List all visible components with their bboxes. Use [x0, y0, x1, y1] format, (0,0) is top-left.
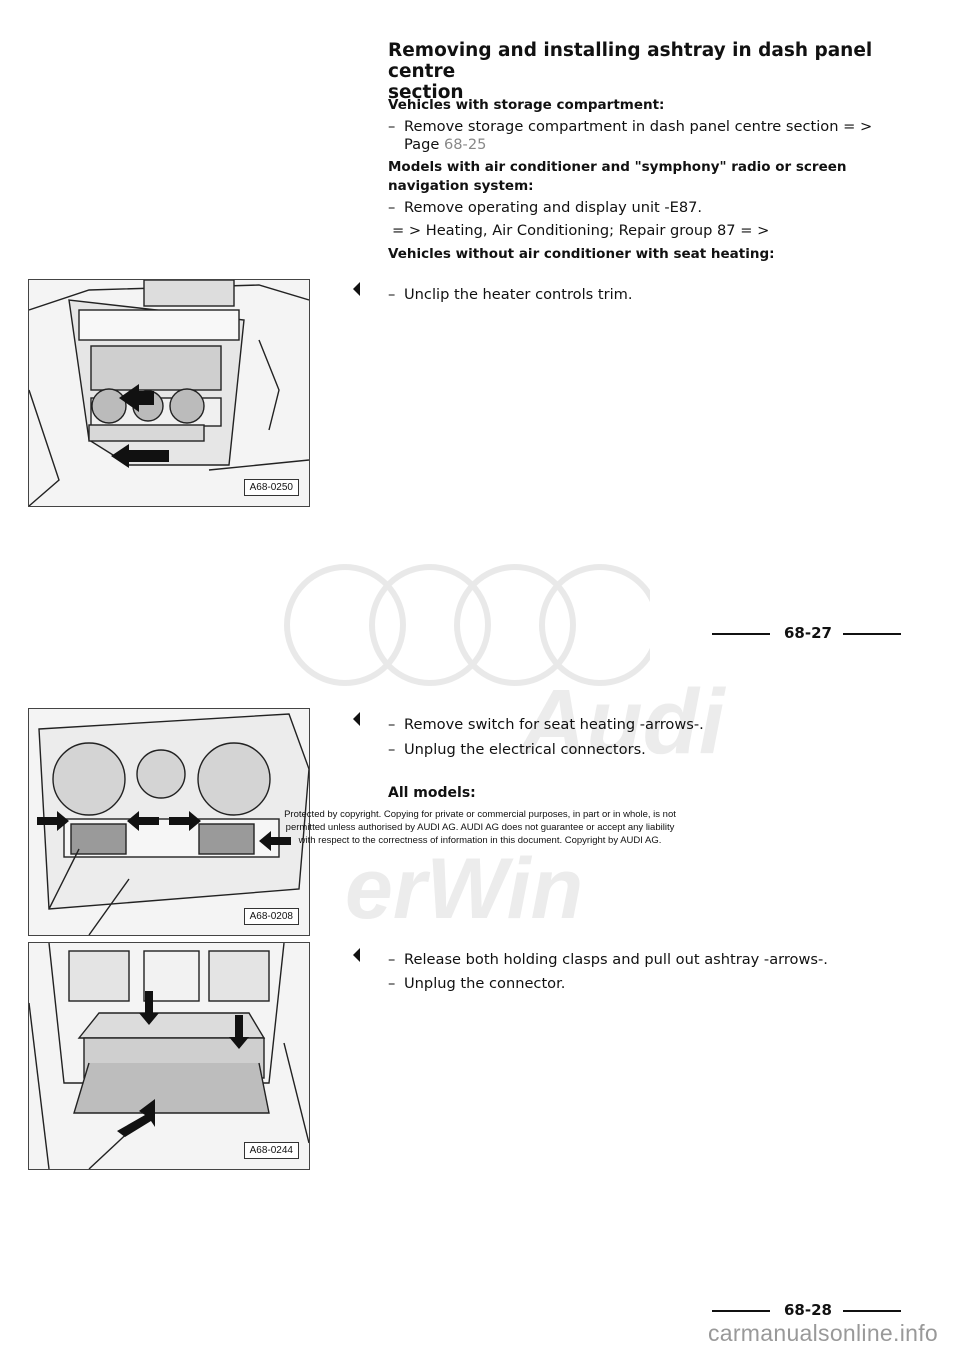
watermark-brand: Audi [520, 671, 725, 773]
step-unplug-electrical: –Unplug the electrical connectors. [388, 740, 908, 760]
arrow-icon [37, 811, 291, 851]
footer-site-url[interactable]: carmanualsonline.info [707, 1320, 938, 1346]
step-seat-switch: –Remove switch for seat heating -arrows-… [388, 715, 908, 735]
ashtray-illustration [29, 943, 309, 1169]
step-ac-text: Remove operating and display unit -E87. [404, 199, 703, 216]
figure-label: A68-0250 [243, 479, 299, 496]
heading-ac-line1: Models with air conditioner and "symphon… [388, 159, 847, 175]
step-release-text: Release both holding clasps and pull out… [404, 951, 828, 968]
section-title-line2: section [388, 82, 464, 103]
page-rule-right [843, 633, 901, 635]
step-dash: – [388, 951, 396, 968]
page-link[interactable]: 68-25 [443, 136, 487, 153]
step-unclip: –Unclip the heater controls trim. [388, 285, 908, 305]
step-storage-page: Page 68-25 [404, 135, 486, 155]
heading-storage: Vehicles with storage compartment: [388, 97, 665, 113]
watermark-logo [284, 564, 650, 686]
seat-heating-illustration [37, 713, 309, 935]
step-dash: – [388, 118, 396, 135]
page-rule-right [843, 1310, 901, 1312]
step-ac: –Remove operating and display unit -E87. [388, 198, 908, 218]
figure-label: A68-0208 [243, 908, 299, 925]
triangle-left-icon [350, 948, 364, 964]
watermark-brand-2: erWin [345, 841, 584, 937]
heading-ac: Models with air conditioner and "symphon… [388, 158, 908, 196]
figure-label: A68-0244 [243, 1142, 299, 1159]
arrow-icon [117, 991, 249, 1137]
page-rule-left [712, 633, 770, 635]
step-dash: – [388, 716, 396, 733]
step-dash: – [388, 199, 396, 216]
figure-seat-heating: A68-0208 [28, 708, 310, 936]
step-storage-text: Remove storage compartment in dash panel… [404, 118, 873, 135]
copyright-line3: with respect to the correctness of infor… [298, 835, 662, 846]
figure-ashtray: A68-0244 [28, 942, 310, 1170]
section-title: Removing and installing ashtray in dash … [388, 40, 908, 103]
page-number-2: 68-28 [784, 1301, 832, 1319]
arrow-icon [111, 384, 169, 468]
step-storage: –Remove storage compartment in dash pane… [388, 117, 908, 137]
step-dash: – [388, 975, 396, 992]
copyright-line2: permitted unless authorised by AUDI AG. … [285, 822, 675, 833]
copyright-notice: Protected by copyright. Copying for priv… [250, 808, 710, 847]
step-unplug-electrical-text: Unplug the electrical connectors. [404, 741, 646, 758]
triangle-left-icon [350, 712, 364, 728]
heading-ac-line2: navigation system: [388, 178, 534, 194]
step-dash: – [388, 286, 396, 303]
step-unclip-text: Unclip the heater controls trim. [404, 286, 633, 303]
page-prefix: Page [404, 136, 440, 153]
figure-heater-controls: A68-0250 [28, 279, 310, 507]
step-dash: – [388, 741, 396, 758]
page-rule-left [712, 1310, 770, 1312]
step-release-clasps: –Release both holding clasps and pull ou… [388, 950, 908, 970]
copyright-line1: Protected by copyright. Copying for priv… [284, 809, 676, 820]
step-unplug-connector-text: Unplug the connector. [404, 975, 566, 992]
step-seat-switch-text: Remove switch for seat heating -arrows-. [404, 716, 704, 733]
heading-no-ac: Vehicles without air conditioner with se… [388, 246, 775, 262]
step-unplug-connector: –Unplug the connector. [388, 974, 908, 994]
heater-controls-illustration [29, 280, 309, 506]
section-title-line1: Removing and installing ashtray in dash … [388, 40, 873, 82]
triangle-left-icon [350, 282, 364, 298]
ref-ac[interactable]: = > Heating, Air Conditioning; Repair gr… [392, 222, 770, 239]
heading-all-models: All models: [388, 785, 476, 801]
page-number-1: 68-27 [784, 624, 832, 642]
